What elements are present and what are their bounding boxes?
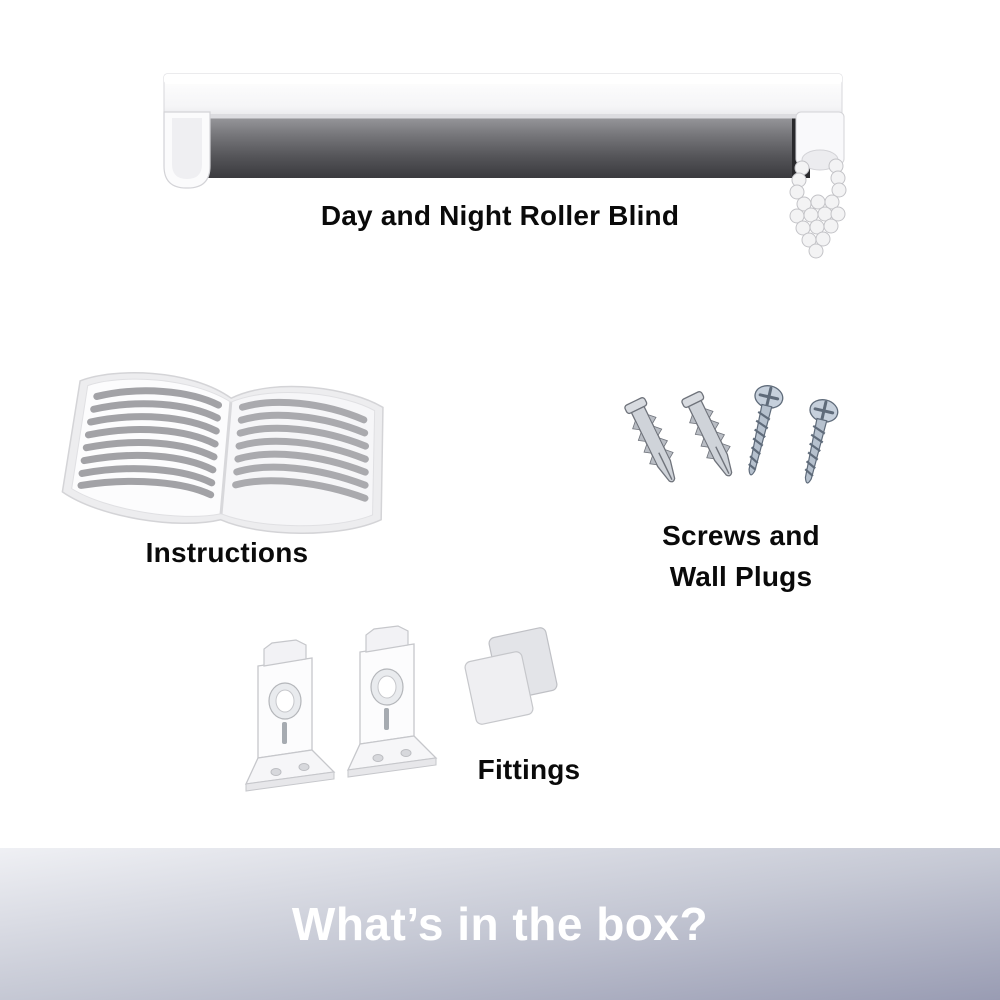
left-bracket-icon <box>163 111 211 189</box>
book-spine-icon <box>219 402 233 514</box>
instructions-illustration <box>61 372 384 534</box>
roller-tube-icon <box>188 116 810 178</box>
roller-blind-illustration <box>163 73 847 259</box>
screws-label-line1: Screws and <box>662 520 820 551</box>
wall-plug-icon <box>624 397 676 483</box>
cover-plates-icon <box>464 627 558 725</box>
screw-icon <box>748 385 784 476</box>
roller-blind-label: Day and Night Roller Blind <box>320 200 680 231</box>
right-page-text-lines <box>232 398 370 502</box>
wall-plug-icon <box>681 391 733 477</box>
fittings-label: Fittings <box>477 754 581 785</box>
fittings-illustration <box>244 625 558 792</box>
bracket-icon <box>346 625 438 778</box>
left-page-text-lines <box>77 387 223 499</box>
screws-wall-plugs-illustration <box>624 385 839 484</box>
bracket-icon <box>244 639 336 792</box>
whats-in-the-box-banner: What’s in the box? <box>0 848 1000 1000</box>
screws-label-line2: Wall Plugs <box>669 561 813 592</box>
headrail-icon <box>163 73 843 119</box>
banner-title: What’s in the box? <box>291 898 709 950</box>
screws-wall-plugs-label: Screws and Wall Plugs <box>616 515 866 597</box>
bead-chain-icon <box>789 158 847 259</box>
screw-icon <box>804 399 839 484</box>
instructions-label: Instructions <box>145 537 309 568</box>
